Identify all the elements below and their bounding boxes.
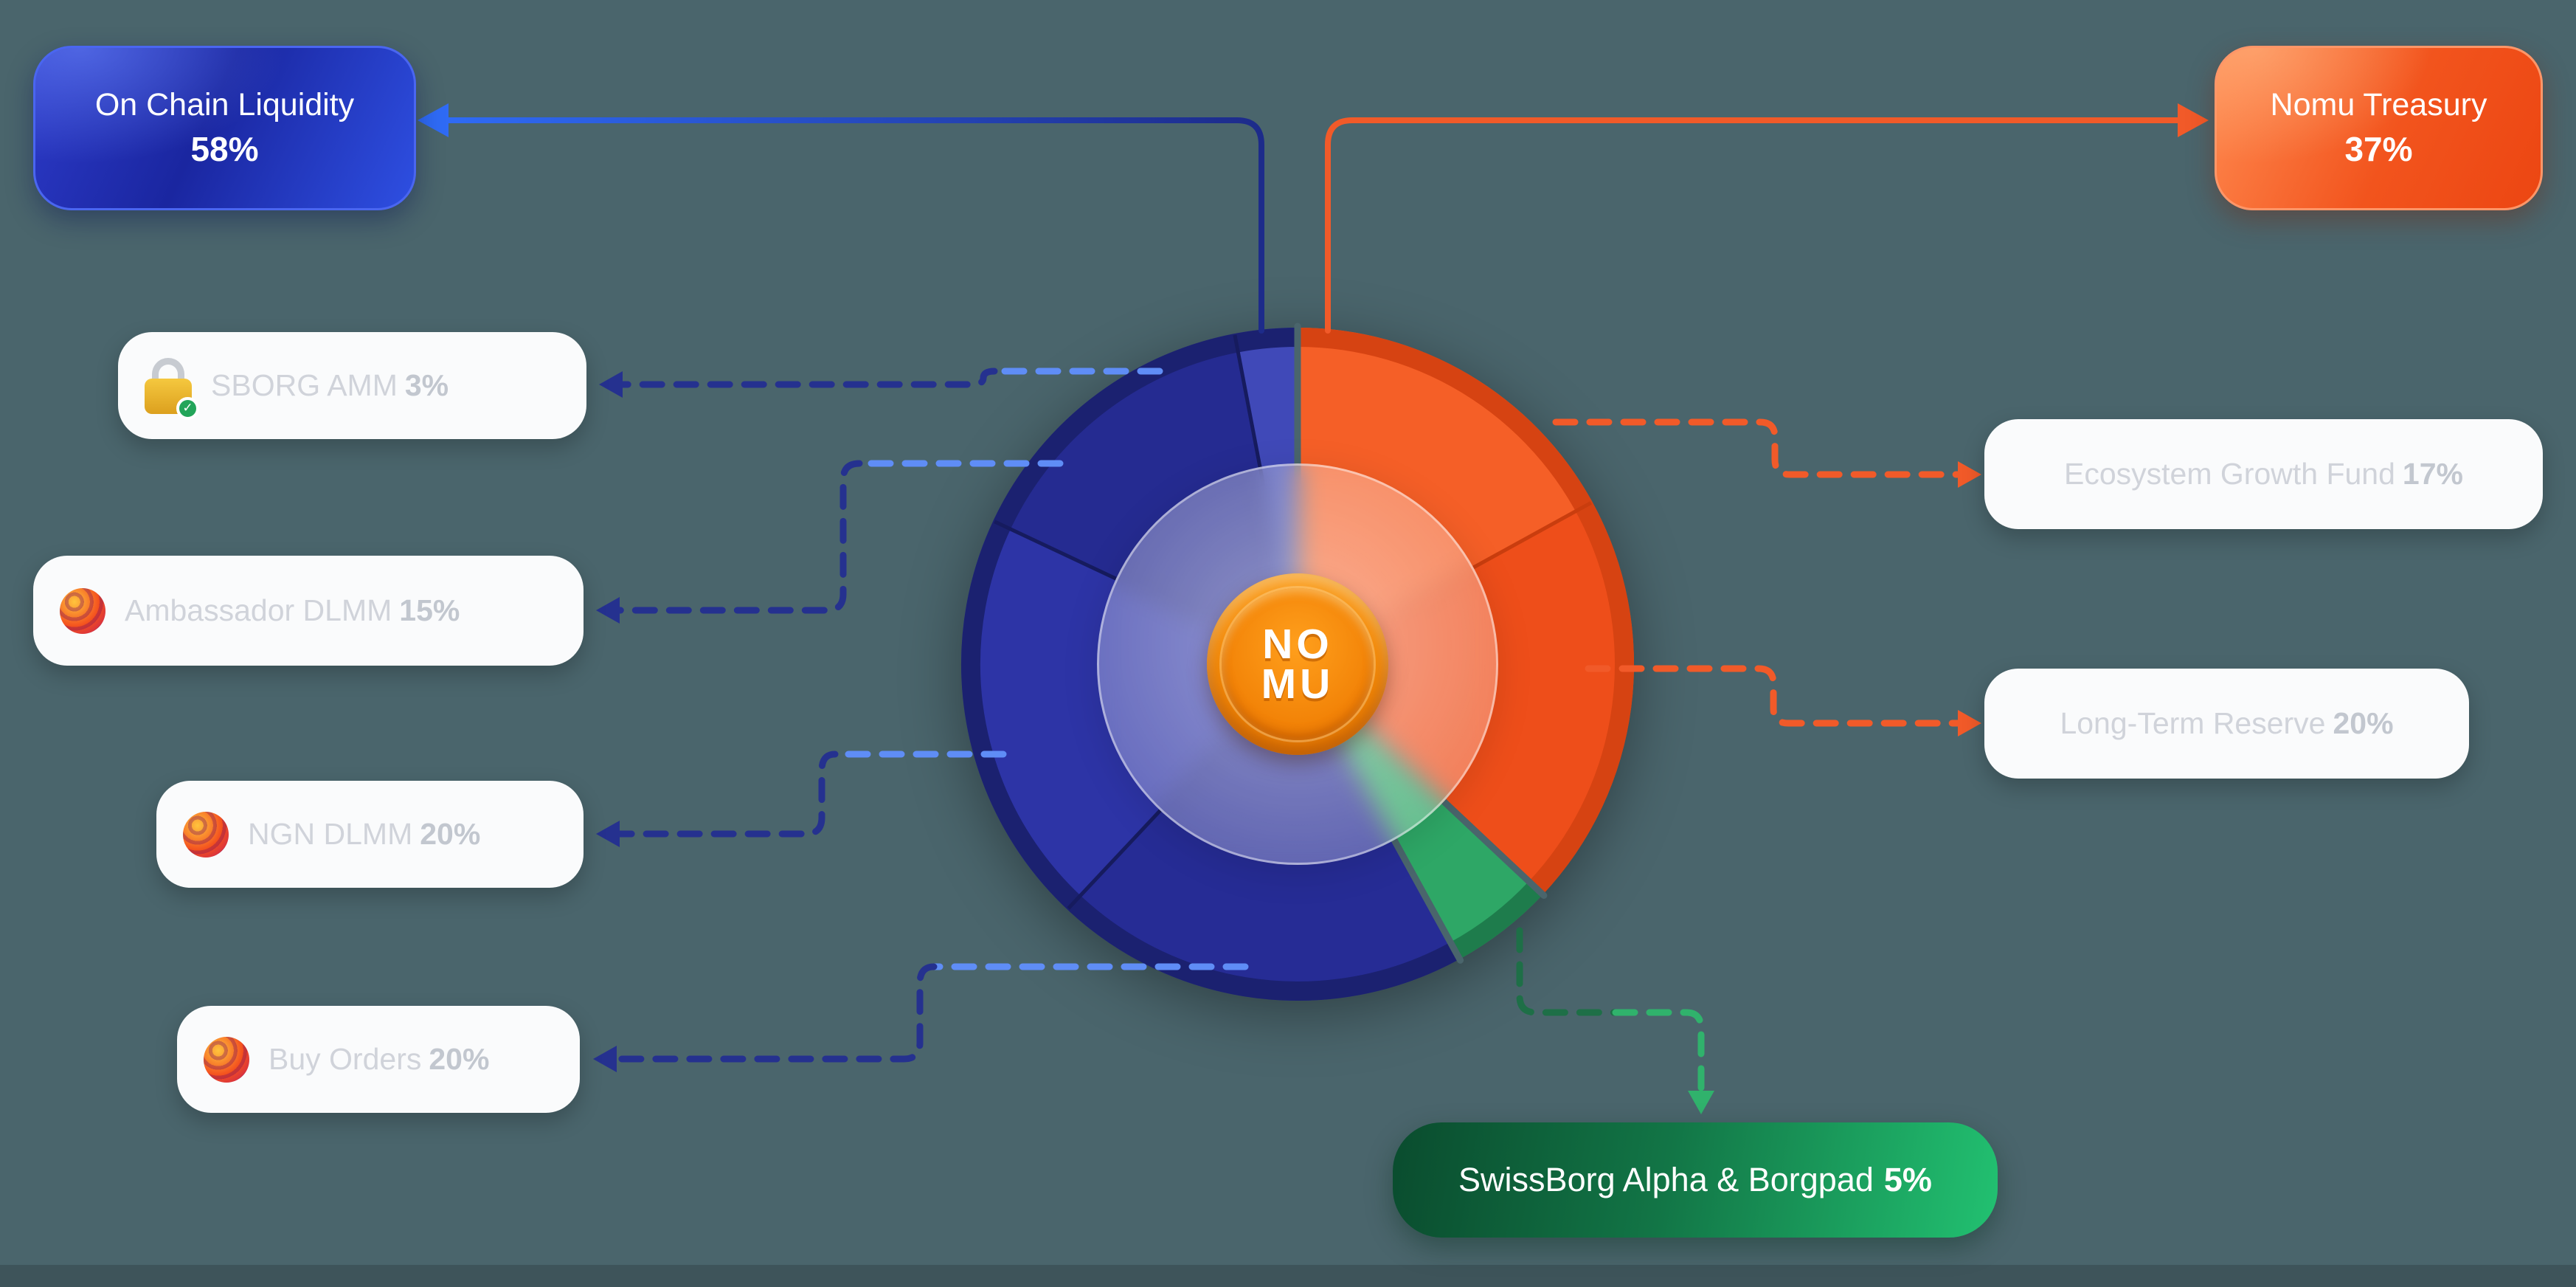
card-label-percent: 20% (2333, 706, 2394, 740)
nomu-coin: NO MU (1207, 573, 1388, 755)
meteora-icon (183, 811, 229, 858)
connector-ecosystem-growth-fund (1552, 418, 1962, 478)
card-label-text: Long-Term Reserve (2060, 706, 2326, 740)
nomu-treasury-title: Nomu Treasury (2270, 87, 2487, 123)
coin-line-1: NO (1262, 620, 1333, 668)
connector-sborg-amm (606, 368, 998, 388)
connector-buy-orders (600, 963, 938, 1063)
card-label-percent: 20% (420, 817, 481, 851)
card-label-text: SBORG AMM (211, 368, 398, 402)
arrow-nomu-treasury (2178, 103, 2209, 137)
arrow-on-chain-liquidity (418, 103, 449, 137)
card-label-percent: 17% (2402, 457, 2463, 491)
connector-on-chain-liquidity (443, 117, 1264, 334)
coin-line-2: MU (1261, 660, 1334, 708)
connector-nomu-treasury (1325, 117, 2181, 334)
connector-ngn-dlmm (603, 751, 839, 838)
rim-nomu-treasury (1297, 328, 1635, 895)
card-label-text: Buy Orders (269, 1042, 422, 1076)
nomu-treasury-percent: 37% (2344, 130, 2413, 168)
rim-swissborg-alpha-borgpad (1450, 881, 1543, 959)
meteora-icon (204, 1036, 249, 1083)
callout-on-chain-liquidity: On Chain Liquidity 58% (33, 46, 416, 210)
check-badge-icon: ✓ (176, 396, 199, 420)
callout-swissborg-alpha: SwissBorg Alpha & Borgpad 5% (1393, 1122, 1998, 1238)
arrow-swissborg (1688, 1091, 1714, 1114)
callout-nomu-treasury: Nomu Treasury 37% (2215, 46, 2543, 210)
on-chain-liquidity-title: On Chain Liquidity (94, 87, 355, 123)
on-chain-liquidity-percent: 58% (190, 130, 259, 168)
rim-on-chain-liquidity (960, 328, 1460, 1001)
connector-swissborg-inner (1516, 927, 1619, 1016)
card-label-percent: 3% (404, 368, 449, 402)
nomu-coin-label: NO MU (1261, 620, 1334, 708)
bottom-edge-strip (0, 1265, 2576, 1287)
card-label-text: NGN DLMM (248, 817, 413, 851)
arrow-ambassador-dlmm (596, 597, 620, 624)
arrow-ecosystem-growth-fund (1958, 461, 1981, 488)
connector-long-term-reserve (1585, 665, 1962, 727)
connector-ambassador-dlmm (603, 460, 863, 614)
arrow-buy-orders (593, 1046, 617, 1072)
arrow-long-term-reserve (1958, 710, 1981, 736)
card-label-percent: 20% (429, 1042, 490, 1076)
card-label-text: Ecosystem Growth Fund (2064, 457, 2395, 491)
connector-swissborg (1612, 1009, 1705, 1094)
card-label-text: Ambassador DLMM (125, 593, 392, 627)
lock-shackle (152, 357, 184, 386)
nomu-coin-face: NO MU (1222, 588, 1374, 740)
arrow-ngn-dlmm (596, 821, 620, 847)
arrow-sborg-amm (599, 371, 623, 398)
swissborg-percent: 5% (1883, 1161, 1932, 1198)
swissborg-label: SwissBorg Alpha & Borgpad (1458, 1161, 1874, 1198)
meteora-icon (60, 587, 105, 634)
lock-check-icon: ✓ (145, 357, 199, 420)
card-label-percent: 15% (399, 593, 460, 627)
